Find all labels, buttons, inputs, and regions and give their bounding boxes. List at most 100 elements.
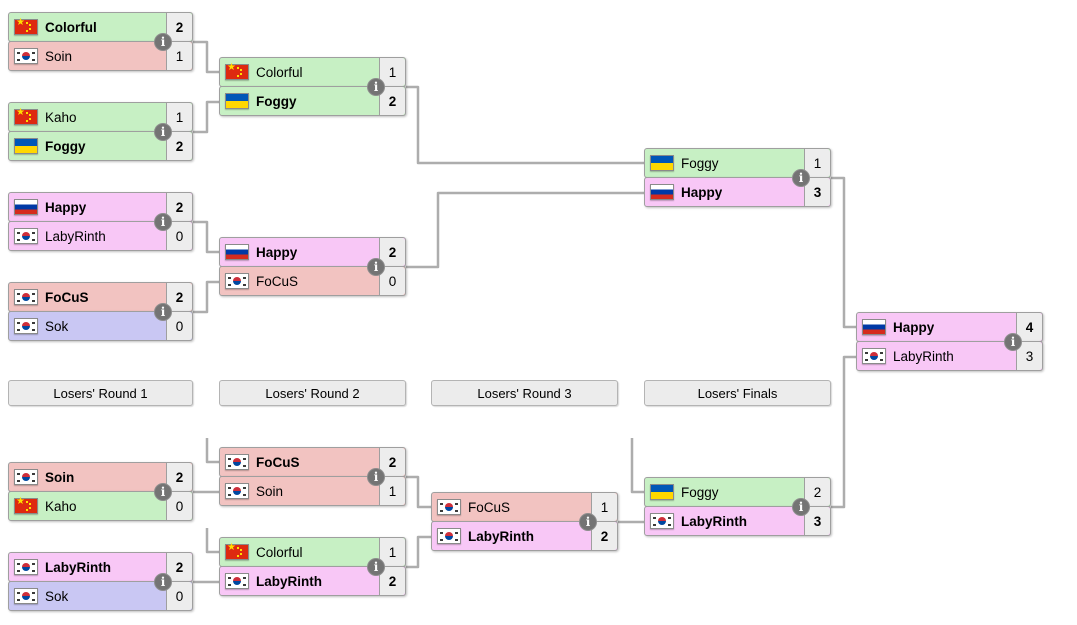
player-row-labyrinth[interactable]: LabyRinth 3 [644, 506, 831, 536]
south-korea-flag-icon [14, 48, 38, 64]
player-name: Soin [45, 469, 75, 485]
match-winners-final: Foggy 1 Happy 3 i [644, 148, 831, 207]
ukraine-flag-icon [14, 138, 38, 154]
player-score: 2 [379, 238, 405, 266]
player-row-happy[interactable]: Happy 2 [219, 237, 406, 267]
player-name: Happy [45, 199, 87, 215]
player-row-sok[interactable]: Sok 0 [8, 581, 193, 611]
player-name: Happy [681, 184, 723, 200]
player-row-foggy[interactable]: Foggy 2 [219, 86, 406, 116]
player-row-sok[interactable]: Sok 0 [8, 311, 193, 341]
south-korea-flag-icon [650, 513, 674, 529]
player-name: FoCuS [45, 289, 89, 305]
match-losers-r3: FoCuS 1 LabyRinth 2 i [431, 492, 618, 551]
player-name: Colorful [256, 64, 303, 80]
connector-line [205, 438, 219, 464]
player-name: FoCuS [468, 499, 511, 515]
player-score: 0 [166, 312, 192, 340]
south-korea-flag-icon [14, 228, 38, 244]
info-icon[interactable]: i [367, 257, 385, 276]
player-name: LabyRinth [256, 573, 322, 589]
player-name: Kaho [45, 109, 77, 125]
player-name: Soin [256, 483, 284, 499]
player-name: LabyRinth [893, 348, 954, 364]
connector-line [630, 438, 644, 494]
connector-line [406, 475, 431, 509]
south-korea-flag-icon [225, 454, 249, 470]
match-losers-r1-1: Soin 2 Kaho 0 i [8, 462, 193, 521]
player-score: 1 [166, 103, 192, 131]
info-icon[interactable]: i [154, 32, 172, 51]
header-losers-finals: Losers' Finals [644, 380, 831, 406]
info-icon[interactable]: i [154, 302, 172, 321]
china-flag-icon [14, 496, 38, 514]
match-winners-r1-3: Happy 2 LabyRinth 0 i [8, 192, 193, 251]
player-name: Foggy [681, 155, 719, 171]
russia-flag-icon [225, 244, 249, 260]
connector-line [406, 85, 644, 165]
russia-flag-icon [862, 319, 886, 335]
player-name: LabyRinth [45, 559, 111, 575]
info-icon[interactable]: i [792, 497, 810, 516]
match-losers-finals: Foggy 2 LabyRinth 3 i [644, 477, 831, 536]
info-icon[interactable]: i [367, 467, 385, 486]
player-name: Kaho [45, 498, 77, 514]
ukraine-flag-icon [225, 93, 249, 109]
match-winners-r2-2: Happy 2 FoCuS 0 i [219, 237, 406, 296]
player-name: Happy [893, 319, 935, 335]
match-winners-r1-4: FoCuS 2 Sok 0 i [8, 282, 193, 341]
south-korea-flag-icon [14, 318, 38, 334]
player-row-labyrinth[interactable]: LabyRinth 2 [431, 521, 618, 551]
player-name: LabyRinth [681, 513, 747, 529]
south-korea-flag-icon [14, 559, 38, 575]
player-name: Foggy [45, 138, 86, 154]
info-icon[interactable]: i [792, 168, 810, 187]
player-name: LabyRinth [468, 528, 534, 544]
player-name: LabyRinth [45, 228, 106, 244]
south-korea-flag-icon [225, 273, 249, 289]
south-korea-flag-icon [14, 289, 38, 305]
player-score: 0 [166, 582, 192, 610]
match-losers-r2-2: Colorful 1 LabyRinth 2 i [219, 537, 406, 596]
info-icon[interactable]: i [367, 557, 385, 576]
connector-line [193, 100, 219, 134]
south-korea-flag-icon [437, 528, 461, 544]
russia-flag-icon [650, 184, 674, 200]
china-flag-icon [225, 62, 249, 80]
player-row-soin[interactable]: Soin 1 [8, 41, 193, 71]
info-icon[interactable]: i [154, 122, 172, 141]
south-korea-flag-icon [14, 469, 38, 485]
connector-line [831, 176, 856, 329]
player-row-labyrinth[interactable]: LabyRinth 2 [219, 566, 406, 596]
connector-line [831, 355, 856, 509]
player-name: FoCuS [256, 273, 299, 289]
player-name: Sok [45, 318, 69, 334]
china-flag-icon [14, 107, 38, 125]
match-winners-r2-1: Colorful 1 Foggy 2 i [219, 57, 406, 116]
info-icon[interactable]: i [367, 77, 385, 96]
south-korea-flag-icon [437, 499, 461, 515]
info-icon[interactable]: i [154, 212, 172, 231]
player-name: Sok [45, 588, 69, 604]
match-winners-r1-2: Kaho 1 Foggy 2 i [8, 102, 193, 161]
info-icon[interactable]: i [154, 572, 172, 591]
south-korea-flag-icon [862, 348, 886, 364]
info-icon[interactable]: i [579, 512, 597, 531]
china-flag-icon [225, 542, 249, 560]
connector-line [406, 191, 644, 269]
player-name: Colorful [45, 19, 97, 35]
south-korea-flag-icon [14, 588, 38, 604]
header-losers-round-3: Losers' Round 3 [431, 380, 618, 406]
info-icon[interactable]: i [1004, 332, 1022, 351]
player-name: Soin [45, 48, 73, 64]
connector-line [193, 40, 219, 74]
ukraine-flag-icon [650, 155, 674, 171]
header-losers-round-1: Losers' Round 1 [8, 380, 193, 406]
player-name: Foggy [256, 93, 297, 109]
info-icon[interactable]: i [154, 482, 172, 501]
connector-line [205, 528, 219, 554]
player-name: Happy [256, 244, 298, 260]
match-winners-r1-1: Colorful 2 Soin 1 i [8, 12, 193, 71]
